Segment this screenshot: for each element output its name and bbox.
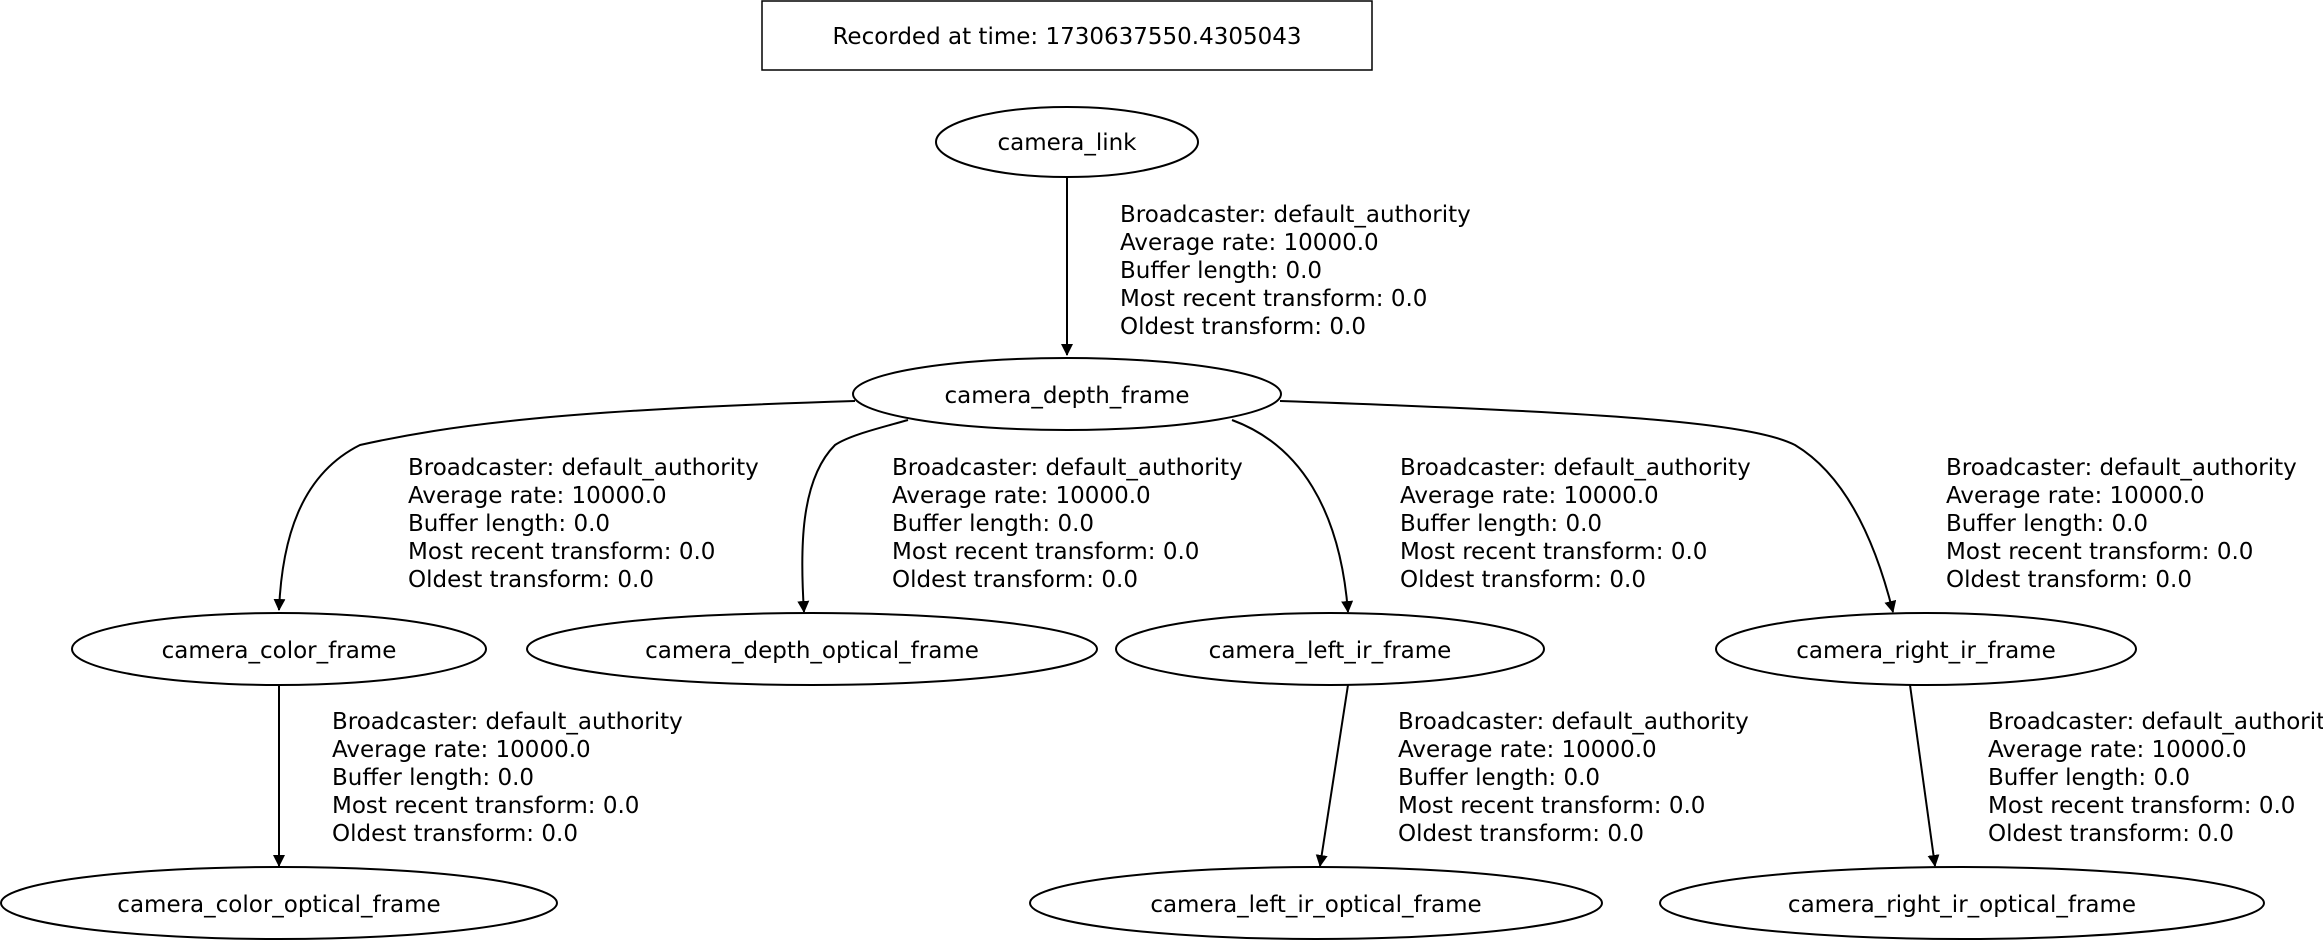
edge-label-left-ir-left-ir-optical: Broadcaster: default_authority Average r… [1398, 709, 1756, 847]
edge-label-line: Most recent transform: 0.0 [892, 539, 1199, 565]
edge-depth-frame-to-left-ir-frame [1231, 419, 1354, 613]
edge-depth-frame-to-right-ir-frame [1279, 400, 1897, 613]
edge-label-depth-depth-optical: Broadcaster: default_authority Average r… [892, 455, 1250, 593]
edge-left-ir-frame-to-left-ir-optical-frame [1315, 684, 1349, 867]
node-label: camera_link [997, 130, 1137, 156]
edge-label-line: Buffer length: 0.0 [1400, 511, 1602, 537]
node-label: camera_color_frame [162, 638, 397, 664]
edge-depth-frame-to-depth-optical-frame [797, 419, 909, 613]
node-label: camera_depth_frame [945, 383, 1190, 409]
node-ellipse [526, 612, 1098, 686]
edge-label-line: Oldest transform: 0.0 [1398, 821, 1644, 847]
nodes: camera_link camera_depth_frame camera_co… [0, 106, 2265, 940]
node-ellipse [1029, 866, 1603, 940]
edge-label-line: Oldest transform: 0.0 [892, 567, 1138, 593]
node-label: camera_right_ir_frame [1796, 638, 2055, 664]
edge-label-line: Oldest transform: 0.0 [1988, 821, 2234, 847]
header-box: Recorded at time: 1730637550.4305043 [761, 0, 1373, 71]
edge-label-line: Average rate: 10000.0 [1946, 483, 2205, 509]
node-label: camera_left_ir_frame [1209, 638, 1452, 664]
edge-label-depth-left-ir: Broadcaster: default_authority Average r… [1400, 455, 1758, 593]
edge-label-line: Broadcaster: default_authority [1946, 455, 2297, 481]
edge-depth-frame-to-color-frame [273, 400, 856, 611]
node-camera-left-ir-optical-frame[interactable]: camera_left_ir_optical_frame [1029, 866, 1603, 940]
header-border [761, 0, 1373, 71]
edge-label-line: Buffer length: 0.0 [332, 765, 534, 791]
edge-label-line: Most recent transform: 0.0 [1120, 286, 1427, 312]
edge-label-line: Buffer length: 0.0 [1946, 511, 2148, 537]
edge-right-ir-frame-to-right-ir-optical-frame [1909, 684, 1940, 867]
edge-label-line: Most recent transform: 0.0 [1946, 539, 2253, 565]
node-label: camera_left_ir_optical_frame [1150, 892, 1481, 918]
edge-label-line: Buffer length: 0.0 [1120, 258, 1322, 284]
edge-label-line: Broadcaster: default_authority [1988, 709, 2323, 735]
edge-labels: Broadcaster: default_authority Average r… [332, 202, 2323, 847]
node-ellipse [935, 106, 1199, 178]
edge-label-line: Most recent transform: 0.0 [408, 539, 715, 565]
edge-label-right-ir-right-ir-optical: Broadcaster: default_authority Average r… [1988, 709, 2323, 847]
edge-label-line: Broadcaster: default_authority [1398, 709, 1749, 735]
node-camera-right-ir-optical-frame[interactable]: camera_right_ir_optical_frame [1659, 866, 2265, 940]
edge-label-depth-right-ir: Broadcaster: default_authority Average r… [1946, 455, 2304, 593]
edge-label-line: Average rate: 10000.0 [1398, 737, 1657, 763]
node-camera-color-frame[interactable]: camera_color_frame [71, 612, 487, 686]
node-ellipse [0, 866, 558, 940]
edge-label-line: Average rate: 10000.0 [1988, 737, 2247, 763]
node-ellipse [71, 612, 487, 686]
edge-label-line: Buffer length: 0.0 [408, 511, 610, 537]
edges [273, 177, 1940, 867]
edge-label-line: Broadcaster: default_authority [1120, 202, 1471, 228]
edge-label-line: Most recent transform: 0.0 [332, 793, 639, 819]
edge-label-line: Average rate: 10000.0 [408, 483, 667, 509]
recorded-time-label: Recorded at time: 1730637550.4305043 [832, 24, 1301, 50]
edge-label-link-depth: Broadcaster: default_authority Average r… [1120, 202, 1478, 340]
node-camera-depth-frame[interactable]: camera_depth_frame [852, 357, 1282, 431]
edge-label-line: Buffer length: 0.0 [892, 511, 1094, 537]
node-camera-link[interactable]: camera_link [935, 106, 1199, 178]
edge-label-line: Broadcaster: default_authority [892, 455, 1243, 481]
node-ellipse [1115, 612, 1545, 686]
node-camera-left-ir-frame[interactable]: camera_left_ir_frame [1115, 612, 1545, 686]
node-camera-color-optical-frame[interactable]: camera_color_optical_frame [0, 866, 558, 940]
edge-label-line: Average rate: 10000.0 [1120, 230, 1379, 256]
edge-label-line: Most recent transform: 0.0 [1398, 793, 1705, 819]
edge-label-line: Average rate: 10000.0 [332, 737, 591, 763]
node-ellipse [1659, 866, 2265, 940]
edge-label-line: Average rate: 10000.0 [892, 483, 1151, 509]
node-ellipse [1715, 612, 2137, 686]
edge-label-line: Most recent transform: 0.0 [1988, 793, 2295, 819]
edge-label-depth-color: Broadcaster: default_authority Average r… [408, 455, 766, 593]
edge-label-line: Oldest transform: 0.0 [1946, 567, 2192, 593]
edge-label-line: Buffer length: 0.0 [1988, 765, 2190, 791]
node-camera-depth-optical-frame[interactable]: camera_depth_optical_frame [526, 612, 1098, 686]
edge-label-line: Oldest transform: 0.0 [332, 821, 578, 847]
node-ellipse [852, 357, 1282, 431]
edge-label-line: Broadcaster: default_authority [1400, 455, 1751, 481]
edge-label-line: Oldest transform: 0.0 [1120, 314, 1366, 340]
edge-label-line: Average rate: 10000.0 [1400, 483, 1659, 509]
edge-label-line: Buffer length: 0.0 [1398, 765, 1600, 791]
node-label: camera_depth_optical_frame [645, 638, 979, 664]
edge-label-line: Broadcaster: default_authority [408, 455, 759, 481]
edge-label-line: Oldest transform: 0.0 [1400, 567, 1646, 593]
node-label: camera_right_ir_optical_frame [1788, 892, 2136, 918]
node-camera-right-ir-frame[interactable]: camera_right_ir_frame [1715, 612, 2137, 686]
edge-label-line: Oldest transform: 0.0 [408, 567, 654, 593]
edge-label-line: Broadcaster: default_authority [332, 709, 683, 735]
edge-label-line: Most recent transform: 0.0 [1400, 539, 1707, 565]
node-label: camera_color_optical_frame [117, 892, 440, 918]
edge-label-color-color-optical: Broadcaster: default_authority Average r… [332, 709, 690, 847]
